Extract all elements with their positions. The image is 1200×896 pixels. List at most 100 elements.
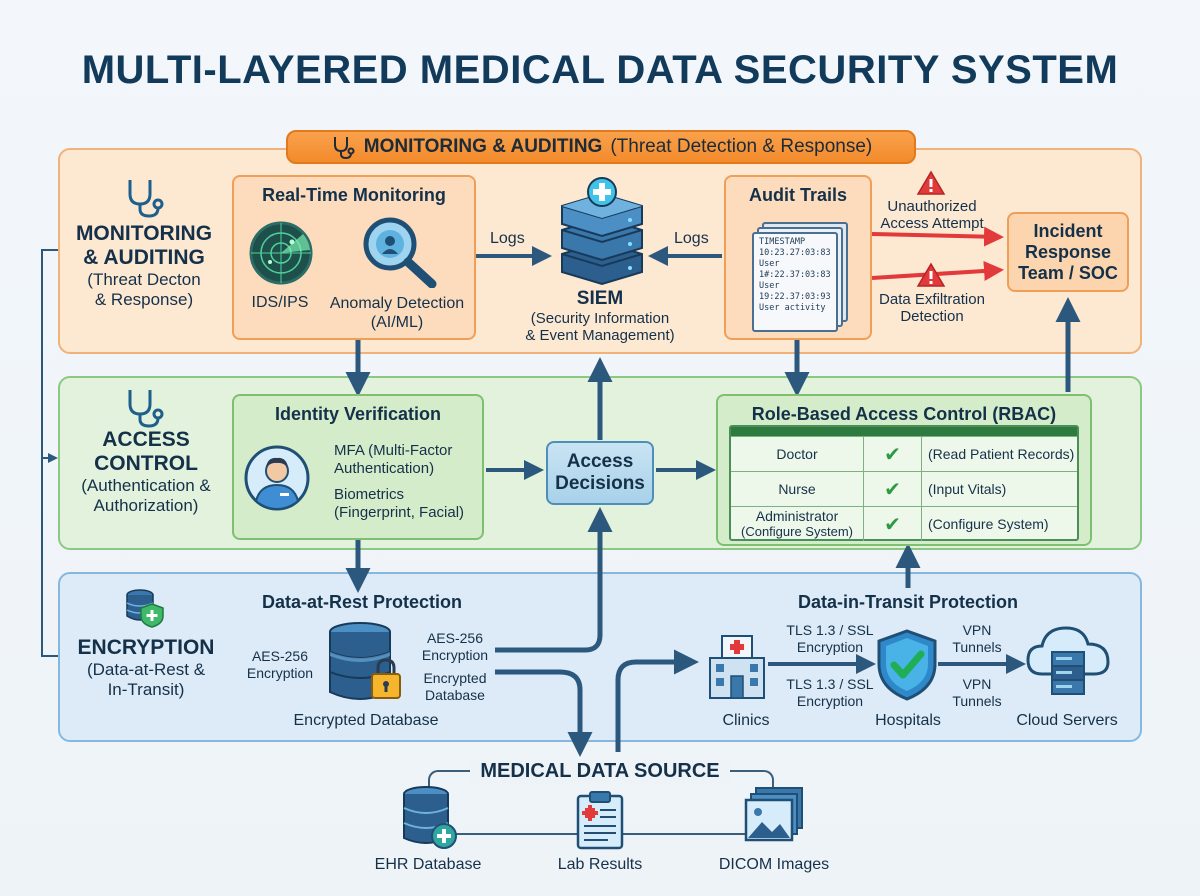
logs-right-label: Logs bbox=[674, 230, 709, 247]
audit-title: Audit Trails bbox=[748, 185, 847, 205]
encryption-side-big: ENCRYPTION bbox=[77, 636, 215, 659]
cloud-servers-label: Cloud Servers bbox=[1016, 712, 1118, 729]
aes-left2: Encryption bbox=[246, 665, 314, 681]
anomaly-label: Anomaly Detection (AI/ML) bbox=[326, 294, 468, 332]
log-paper: TIMESTAMP 10:23.27:03:83 User 1#:22.37:0… bbox=[752, 232, 838, 332]
lab-clipboard-icon bbox=[576, 791, 624, 850]
mfa-line1: MFA (Multi-Factor bbox=[334, 442, 453, 459]
logs-left-label: Logs bbox=[490, 230, 525, 247]
page-title: MULTI-LAYERED MEDICAL DATA SECURITY SYST… bbox=[81, 48, 1119, 92]
mfa-line2: Authentication) bbox=[334, 460, 435, 477]
biometrics-label: Biometrics (Fingerprint, Facial) bbox=[334, 486, 464, 522]
rbac-role-text: Doctor bbox=[776, 445, 818, 462]
clinics-label: Clinics bbox=[722, 712, 770, 729]
rbac-title: Role-Based Access Control (RBAC) bbox=[751, 404, 1057, 424]
tls-top-label: TLS 1.3 / SSL Encryption bbox=[776, 622, 884, 656]
rbac-role: Administrator (Configure System) bbox=[731, 507, 864, 541]
rest-title: Data-at-Rest Protection bbox=[261, 592, 463, 612]
ehr-database-icon bbox=[403, 786, 457, 849]
aes-right-label: AES-256 Encryption bbox=[408, 630, 502, 664]
log-line: User bbox=[759, 281, 780, 291]
vpn-top2: Tunnels bbox=[952, 639, 1002, 655]
check-icon: ✔ bbox=[864, 507, 922, 541]
rbac-role: Doctor bbox=[731, 437, 864, 471]
aes-left1: AES-256 bbox=[251, 648, 309, 664]
magnifier-icon bbox=[363, 217, 437, 288]
tls-bottom-label: TLS 1.3 / SSL Encryption bbox=[776, 676, 884, 710]
warning-icon bbox=[916, 170, 946, 195]
rbac-permission: (Input Vitals) bbox=[928, 481, 1007, 497]
alert1-line1: Unauthorized bbox=[887, 198, 977, 215]
source-title: MEDICAL DATA SOURCE bbox=[470, 760, 730, 784]
log-line: TIMESTAMP bbox=[759, 237, 806, 247]
bio-line1: Biometrics bbox=[334, 486, 405, 503]
alert-exfiltration: Data Exfiltration Detection bbox=[868, 291, 996, 325]
monitoring-side-big1: MONITORING bbox=[75, 222, 213, 245]
identity-title: Identity Verification bbox=[274, 404, 442, 424]
log-line: 19:22.37:03:93 bbox=[759, 292, 831, 302]
cloud-server-icon bbox=[1026, 626, 1110, 695]
rbac-table-header bbox=[731, 427, 1077, 436]
access-side-big1: ACCESS bbox=[102, 428, 190, 451]
log-line: User bbox=[759, 259, 780, 269]
access-side-small1: (Authentication & bbox=[81, 476, 211, 495]
check-icon: ✔ bbox=[864, 472, 922, 506]
alert-unauthorized: Unauthorized Access Attempt bbox=[872, 198, 992, 232]
vpn-top1: VPN bbox=[962, 622, 992, 638]
mfa-label: MFA (Multi-Factor Authentication) bbox=[334, 442, 452, 478]
decision-line1: Access bbox=[566, 451, 634, 472]
clinic-building-icon bbox=[709, 635, 765, 699]
transit-title: Data-in-Transit Protection bbox=[797, 592, 1019, 612]
siem-server-icon bbox=[561, 177, 643, 286]
aes-left-label: AES-256 Encryption bbox=[240, 648, 320, 682]
monitoring-side-big2: & AUDITING bbox=[83, 246, 205, 269]
alert1-line2: Access Attempt bbox=[880, 215, 984, 232]
alert2-line2: Detection bbox=[900, 308, 964, 325]
vpn-bottom-label: VPN Tunnels bbox=[942, 676, 1012, 710]
rbac-role-text: Administrator bbox=[755, 508, 839, 524]
anomaly-line2: (AI/ML) bbox=[370, 314, 424, 331]
monitoring-side-small1: (Threat Decton bbox=[87, 270, 201, 289]
log-line: User activity bbox=[759, 303, 826, 313]
encryption-side-label: ENCRYPTION (Data-at-Rest & In-Transit) bbox=[64, 636, 228, 700]
rbac-permission: (Read Patient Records) bbox=[928, 446, 1075, 462]
siem-sub: (Security Information & Event Management… bbox=[500, 310, 700, 344]
shield-check-icon bbox=[877, 629, 937, 701]
incident-response-box: Incident Response Team / SOC bbox=[1007, 212, 1129, 292]
rbac-role-sub: (Configure System) bbox=[741, 524, 853, 539]
incident-line3: Team / SOC bbox=[1018, 262, 1118, 283]
encdb-right2: Database bbox=[425, 687, 485, 703]
realtime-title: Real-Time Monitoring bbox=[262, 185, 446, 205]
stethoscope-icon bbox=[128, 390, 164, 428]
encdb-right-label: Encrypted Database bbox=[408, 670, 502, 704]
stethoscope-icon bbox=[128, 180, 164, 218]
vpn-bot1: VPN bbox=[962, 676, 992, 692]
ids-ips-label: IDS/IPS bbox=[251, 294, 309, 311]
siem-label: SIEM bbox=[576, 288, 624, 309]
incident-line2: Response bbox=[1024, 241, 1111, 262]
access-side-small2: Authorization) bbox=[93, 496, 199, 515]
table-row: Doctor ✔ (Read Patient Records) bbox=[731, 436, 1077, 471]
siem-sub2: & Event Management) bbox=[525, 327, 675, 344]
tls-top2: Encryption bbox=[796, 639, 864, 655]
aes-right2: Encryption bbox=[421, 647, 489, 663]
encrypted-database-label: Encrypted Database bbox=[293, 712, 439, 729]
bio-line2: (Fingerprint, Facial) bbox=[334, 504, 465, 521]
access-side-big2: CONTROL bbox=[94, 452, 198, 475]
rbac-permission: (Configure System) bbox=[928, 516, 1049, 532]
encrypted-database-icon bbox=[329, 622, 401, 700]
anomaly-line1: Anomaly Detection bbox=[329, 295, 465, 312]
log-line: 1#:22.37:03:83 bbox=[759, 270, 831, 280]
rbac-role-text: Nurse bbox=[778, 480, 816, 497]
hospitals-label: Hospitals bbox=[875, 712, 941, 729]
access-decisions-box: Access Decisions bbox=[546, 441, 654, 505]
ehr-label: EHR Database bbox=[374, 856, 482, 873]
warning-icon bbox=[916, 262, 946, 287]
siem-sub1: (Security Information bbox=[530, 310, 670, 327]
tls-bot2: Encryption bbox=[796, 693, 864, 709]
stethoscope-icon bbox=[333, 137, 355, 160]
database-shield-icon bbox=[126, 589, 164, 628]
lab-results-label: Lab Results bbox=[557, 856, 643, 873]
check-icon: ✔ bbox=[864, 437, 922, 471]
